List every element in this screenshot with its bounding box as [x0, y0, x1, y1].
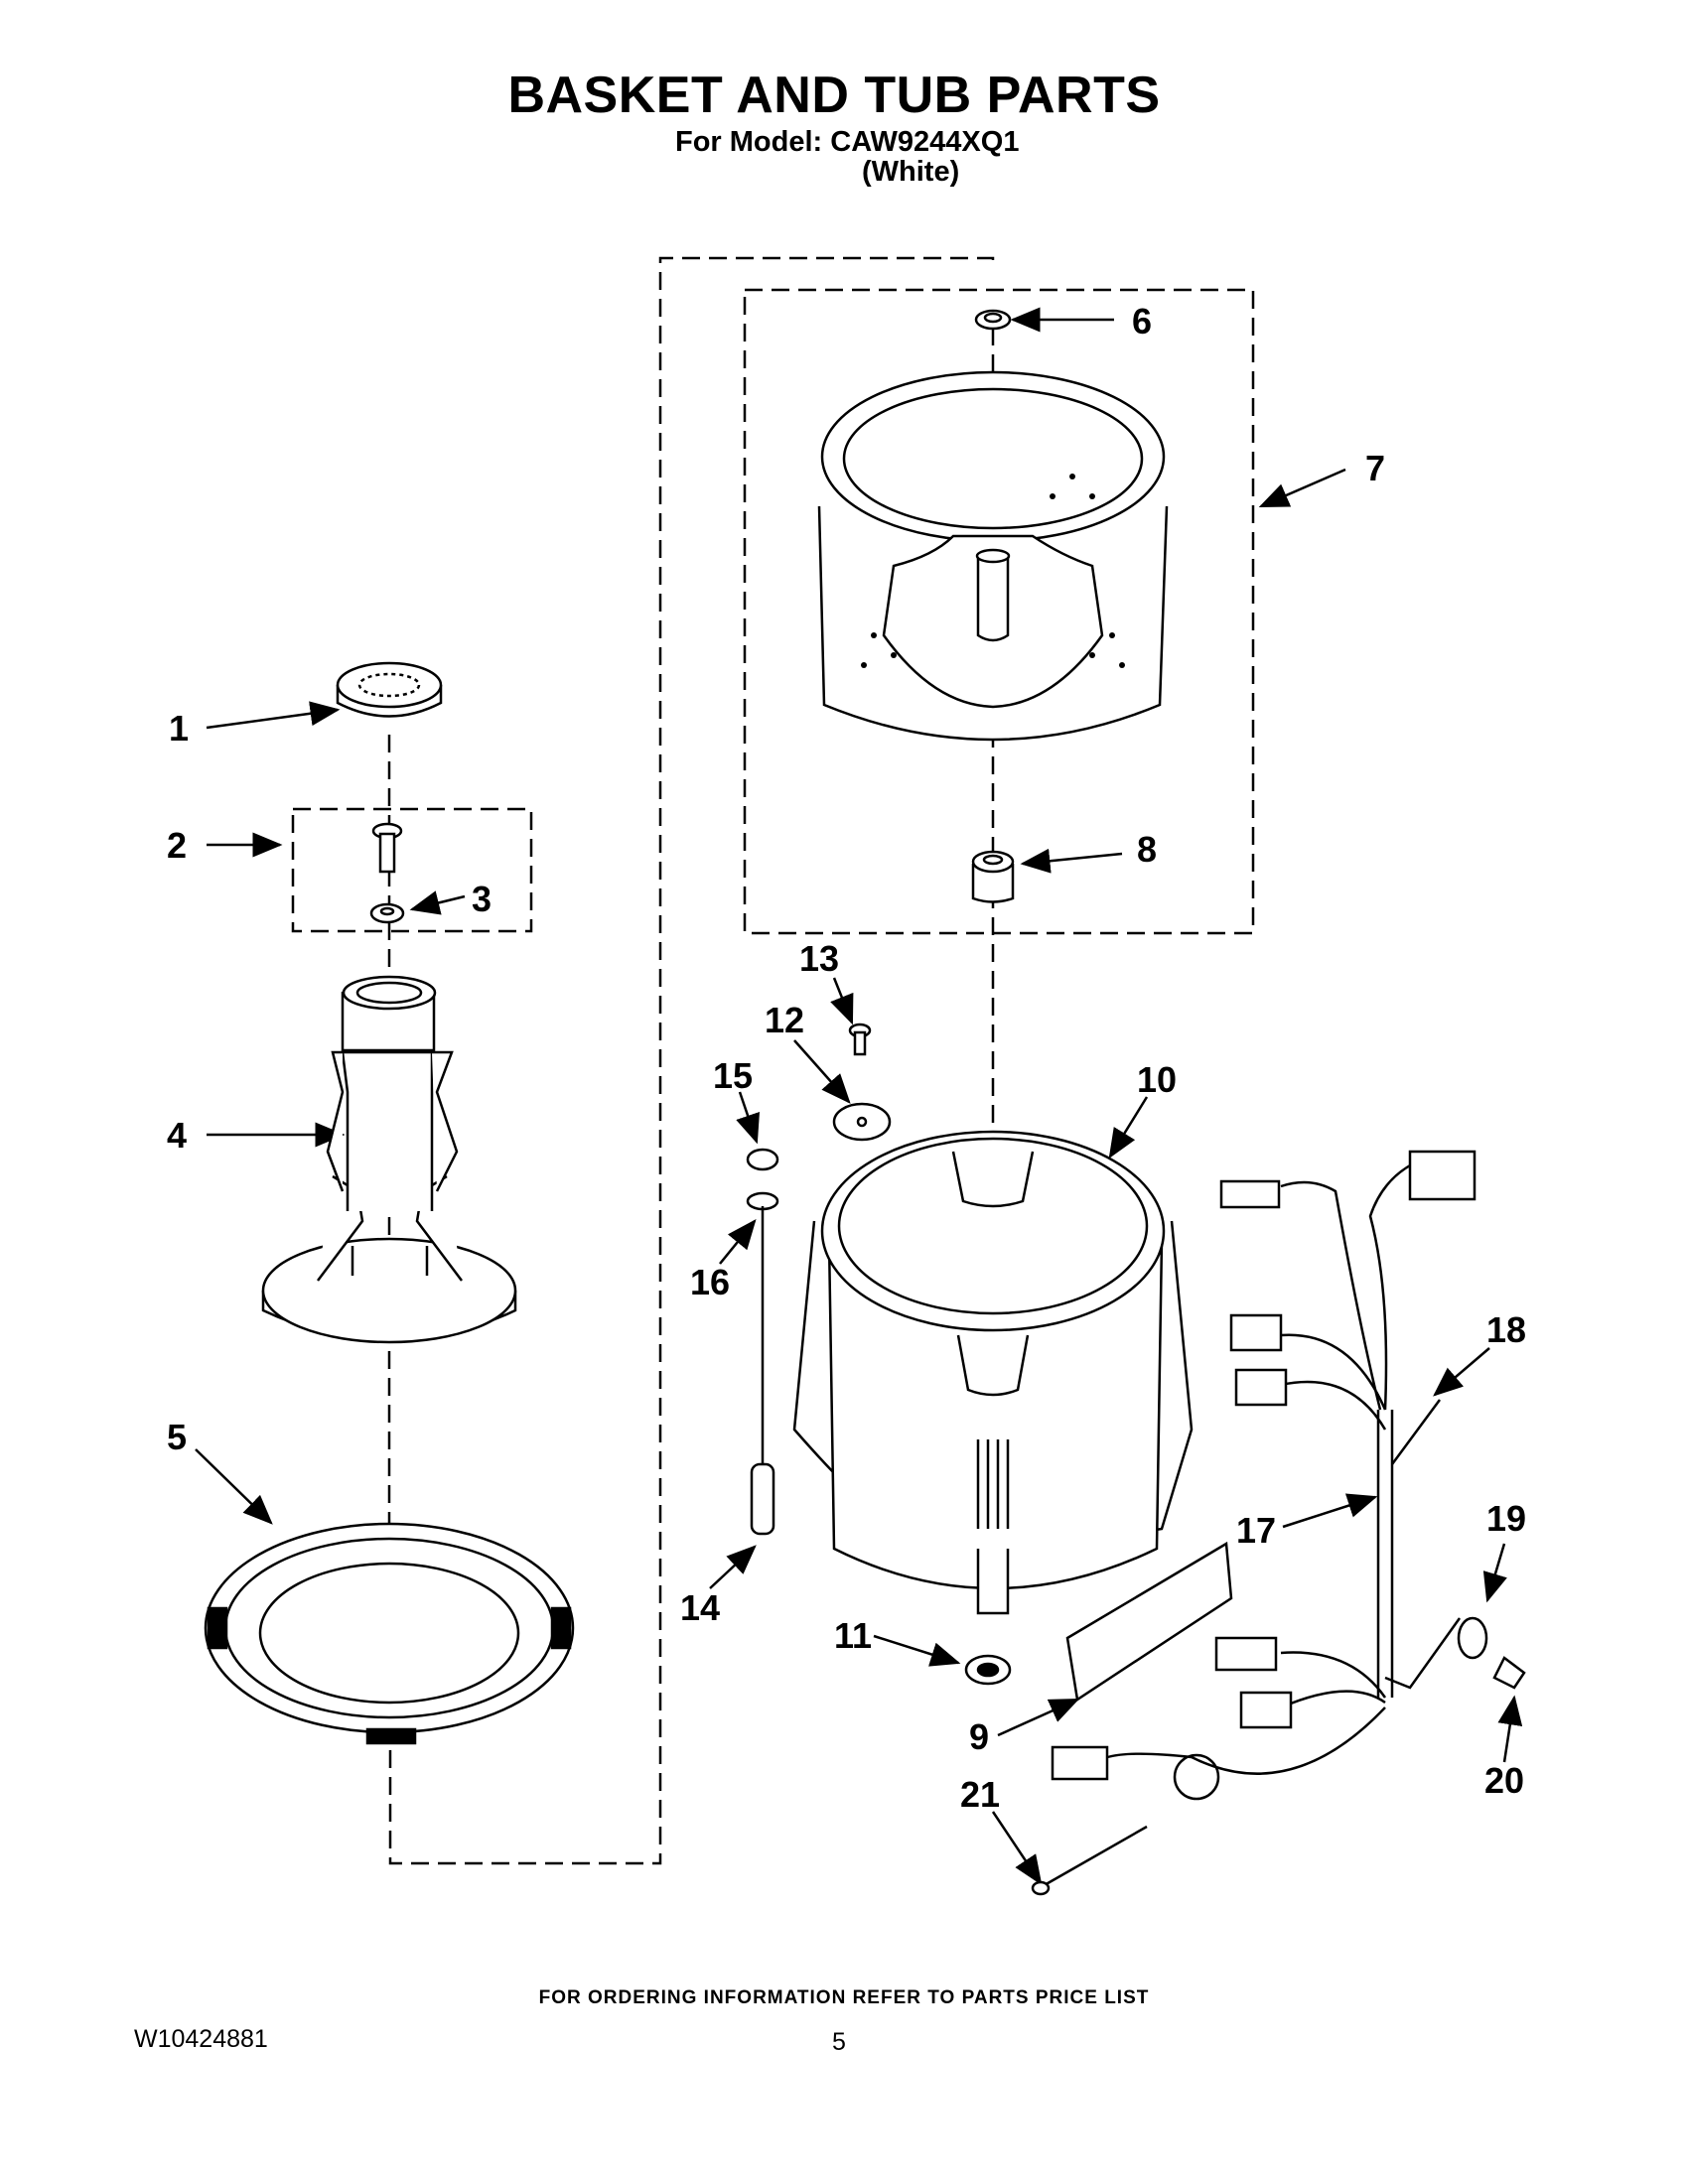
part-7-basket — [817, 370, 1169, 742]
part-19-clip — [1457, 1616, 1488, 1660]
arrow-10 — [1108, 1096, 1149, 1160]
part-12-bracket — [832, 1102, 892, 1142]
callout-5: 5 — [167, 1417, 187, 1457]
callout-21: 21 — [960, 1774, 1000, 1815]
document-number: W10424881 — [134, 2025, 268, 2053]
arrow-9 — [997, 1698, 1080, 1737]
part-4-agitator — [261, 975, 517, 1344]
callout-10: 10 — [1137, 1059, 1177, 1100]
color-line: (White) — [862, 156, 960, 188]
callout-14: 14 — [680, 1587, 720, 1628]
callout-4: 4 — [167, 1115, 187, 1156]
part-3-washer — [369, 902, 405, 924]
arrow-15 — [736, 1091, 760, 1145]
part-1-agitator-cap — [336, 661, 443, 718]
callout-7: 7 — [1365, 448, 1385, 488]
arrow-20 — [1497, 1695, 1523, 1763]
part-5-tub-ring — [204, 1522, 575, 1745]
page-number: 5 — [832, 2028, 846, 2056]
part-18-tube — [1390, 1399, 1442, 1465]
part-20-screw — [1492, 1656, 1526, 1690]
arrow-11 — [873, 1634, 961, 1667]
part-13-screw — [848, 1023, 872, 1056]
callout-labels: 1 2 3 4 5 6 7 8 9 10 11 12 13 14 15 16 1… — [167, 301, 1526, 1815]
callout-1: 1 — [169, 708, 189, 749]
part-16-seal — [746, 1191, 779, 1464]
part-6-nut — [974, 309, 1012, 331]
arrow-5 — [195, 1448, 273, 1525]
callout-6: 6 — [1132, 301, 1152, 341]
callout-18: 18 — [1486, 1309, 1526, 1350]
model-line: For Model: CAW9244XQ1 — [675, 126, 1020, 158]
callout-11: 11 — [834, 1615, 872, 1656]
part-10-outer-tub — [792, 1130, 1194, 1615]
arrow-7 — [1258, 468, 1346, 508]
arrow-19 — [1482, 1543, 1507, 1603]
arrow-21 — [991, 1811, 1043, 1886]
callout-9: 9 — [969, 1716, 989, 1757]
leader-arrows — [195, 307, 1523, 1886]
callout-13: 13 — [799, 938, 839, 979]
arrow-12 — [793, 1039, 851, 1104]
arrow-8 — [1020, 848, 1123, 874]
hub-bolt-group-box — [291, 807, 533, 933]
part-9-plate — [1065, 1541, 1233, 1703]
arrow-16 — [719, 1219, 757, 1265]
part-14-tube — [750, 1462, 775, 1536]
callout-15: 15 — [713, 1055, 753, 1096]
part-11-seal — [964, 1654, 1012, 1686]
callout-2: 2 — [167, 825, 187, 866]
shaft-routing-line — [388, 256, 995, 1865]
callout-3: 3 — [472, 879, 492, 919]
callout-20: 20 — [1484, 1760, 1524, 1801]
callout-8: 8 — [1137, 829, 1157, 870]
part-8-drive-hub — [971, 850, 1015, 903]
arrow-1 — [206, 701, 341, 730]
ordering-note: FOR ORDERING INFORMATION REFER TO PARTS … — [538, 1987, 1150, 2008]
arrow-14 — [709, 1545, 757, 1589]
arrow-18 — [1433, 1347, 1490, 1397]
part-15-cap — [746, 1148, 779, 1171]
basket-group-box — [743, 288, 1255, 935]
part-21-tie-strap — [1031, 1825, 1148, 1896]
arrow-13 — [830, 977, 854, 1025]
arrow-3 — [409, 890, 466, 915]
part-2-bolt — [371, 822, 403, 874]
callout-16: 16 — [690, 1262, 730, 1302]
arrow-17 — [1282, 1493, 1378, 1529]
callout-17: 17 — [1236, 1510, 1276, 1551]
part-17-wire-harness — [1051, 1150, 1477, 1801]
page-title: BASKET AND TUB PARTS — [507, 67, 1161, 124]
callout-19: 19 — [1486, 1498, 1526, 1539]
callout-12: 12 — [765, 1000, 804, 1040]
